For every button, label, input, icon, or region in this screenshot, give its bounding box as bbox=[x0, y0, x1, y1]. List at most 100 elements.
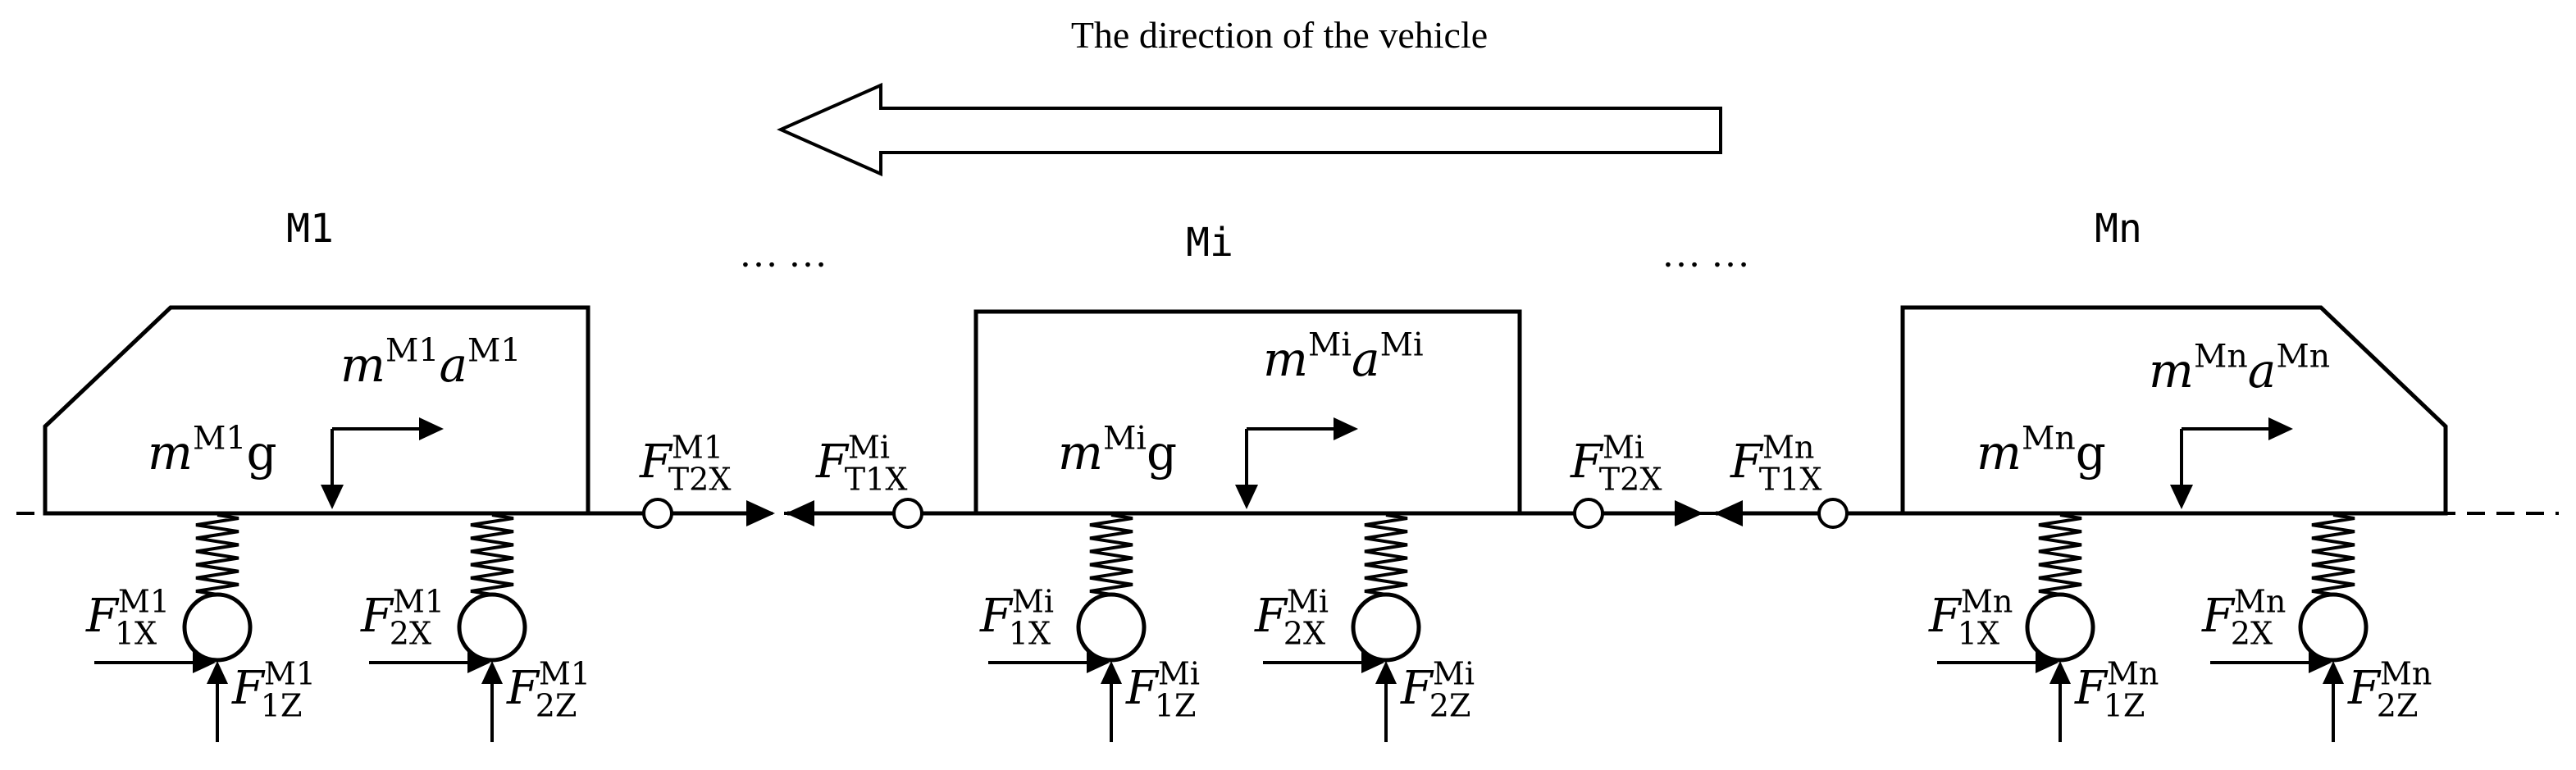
labels-layer: FM11XFM11ZFM12XFM12ZmM1aM1mM1gFMi1XFMi1Z… bbox=[85, 326, 2432, 724]
arrowhead bbox=[321, 485, 344, 509]
car-label-mn: Mn bbox=[2095, 206, 2142, 252]
arrowhead bbox=[1375, 661, 1397, 684]
car-body-mn bbox=[1900, 305, 2448, 516]
svg-text:2Z: 2Z bbox=[1429, 688, 1471, 724]
arrowhead bbox=[2036, 652, 2059, 673]
svg-text:FMi: FMi bbox=[1400, 655, 1475, 715]
arrowhead bbox=[1334, 417, 1358, 440]
svg-text:1Z: 1Z bbox=[2104, 688, 2145, 724]
svg-text:FMn: FMn bbox=[2201, 583, 2286, 643]
svg-text:T1X: T1X bbox=[1759, 462, 1822, 498]
arrowhead bbox=[1087, 652, 1110, 673]
coupler-arrow-mi-t2x bbox=[1675, 500, 1703, 526]
car-mn-forces bbox=[1937, 417, 2369, 742]
svg-text:FM1: FM1 bbox=[360, 583, 445, 643]
ellipsis-left: … … bbox=[739, 232, 828, 276]
coupler-node bbox=[892, 498, 923, 529]
svg-text:2Z: 2Z bbox=[2377, 688, 2419, 724]
svg-text:FMn: FMn bbox=[1928, 583, 2013, 643]
svg-text:FM1: FM1 bbox=[231, 655, 316, 715]
coupler-arrow-mi-t1x bbox=[786, 500, 814, 526]
arrowhead bbox=[2049, 661, 2071, 684]
wheel bbox=[1076, 592, 1147, 663]
arrowhead bbox=[2170, 485, 2193, 509]
arrowhead bbox=[2323, 661, 2344, 684]
svg-text:2X: 2X bbox=[1283, 616, 1325, 652]
svg-text:mMng: mMng bbox=[1976, 420, 2106, 481]
svg-text:FM1: FM1 bbox=[85, 583, 170, 643]
car-m1-forces bbox=[94, 417, 527, 742]
suspension-spring bbox=[2038, 513, 2082, 596]
svg-text:FMn: FMn bbox=[1730, 429, 1814, 489]
arrowhead bbox=[1235, 485, 1258, 509]
coupler-arrow-mn-t1x bbox=[1714, 500, 1743, 526]
svg-text:2Z: 2Z bbox=[536, 688, 577, 724]
arrowhead bbox=[193, 652, 216, 673]
svg-text:mMig: mMig bbox=[1058, 420, 1177, 481]
diagram-title: The direction of the vehicle bbox=[1071, 14, 1488, 56]
gravity-label-mn: mMng bbox=[1976, 420, 2106, 481]
arrowhead bbox=[2309, 652, 2332, 673]
svg-text:mMnaMn: mMnaMn bbox=[2149, 338, 2330, 399]
coupler-node bbox=[1817, 498, 1849, 529]
wheel bbox=[457, 592, 527, 663]
arrowhead bbox=[481, 661, 503, 684]
car-label-mi: Mi bbox=[1186, 220, 1233, 266]
svg-text:T2X: T2X bbox=[668, 462, 732, 498]
svg-text:2X: 2X bbox=[390, 616, 431, 652]
suspension-spring bbox=[1364, 513, 1408, 596]
svg-text:FMi: FMi bbox=[1125, 655, 1200, 715]
wheel bbox=[1351, 592, 1421, 663]
cars-layer bbox=[94, 417, 2369, 742]
inertia-label-mi: mMiaMi bbox=[1263, 326, 1424, 387]
arrowhead bbox=[1101, 661, 1122, 684]
wheel bbox=[2298, 592, 2369, 663]
coupler-arrow-m1-t2x bbox=[746, 500, 775, 526]
svg-text:mM1g: mM1g bbox=[148, 420, 277, 481]
car-label-m1: M1 bbox=[286, 206, 334, 252]
direction-arrow bbox=[777, 82, 1722, 177]
arrowhead bbox=[207, 661, 228, 684]
svg-text:FMi: FMi bbox=[1254, 583, 1329, 643]
arrowhead bbox=[419, 417, 444, 440]
suspension-spring bbox=[2311, 513, 2355, 596]
inertia-label-m1: mM1aM1 bbox=[340, 332, 522, 393]
suspension-spring bbox=[1089, 513, 1133, 596]
svg-text:FMi: FMi bbox=[979, 583, 1054, 643]
suspension-spring bbox=[195, 513, 239, 596]
svg-text:T1X: T1X bbox=[845, 462, 908, 498]
gravity-label-mi: mMig bbox=[1058, 420, 1177, 481]
svg-text:FM1: FM1 bbox=[639, 429, 723, 489]
gravity-label-m1: mM1g bbox=[148, 420, 277, 481]
svg-text:1X: 1X bbox=[115, 616, 157, 652]
coupler-node bbox=[1573, 498, 1604, 529]
arrowhead bbox=[1361, 652, 1384, 673]
svg-text:1Z: 1Z bbox=[1155, 688, 1197, 724]
svg-text:2X: 2X bbox=[2231, 616, 2273, 652]
ellipsis-right: … … bbox=[1662, 232, 1750, 276]
svg-text:FM1: FM1 bbox=[506, 655, 590, 715]
svg-text:mM1aM1: mM1aM1 bbox=[340, 332, 522, 393]
coupler-node bbox=[642, 498, 673, 529]
inertia-label-mn: mMnaMn bbox=[2149, 338, 2330, 399]
suspension-spring bbox=[470, 513, 514, 596]
wheel bbox=[2025, 592, 2095, 663]
svg-text:FMn: FMn bbox=[2347, 655, 2432, 715]
wheel bbox=[182, 592, 253, 663]
svg-text:1X: 1X bbox=[1958, 616, 1999, 652]
car-mi-forces bbox=[988, 417, 1421, 742]
svg-text:T2X: T2X bbox=[1599, 462, 1662, 498]
